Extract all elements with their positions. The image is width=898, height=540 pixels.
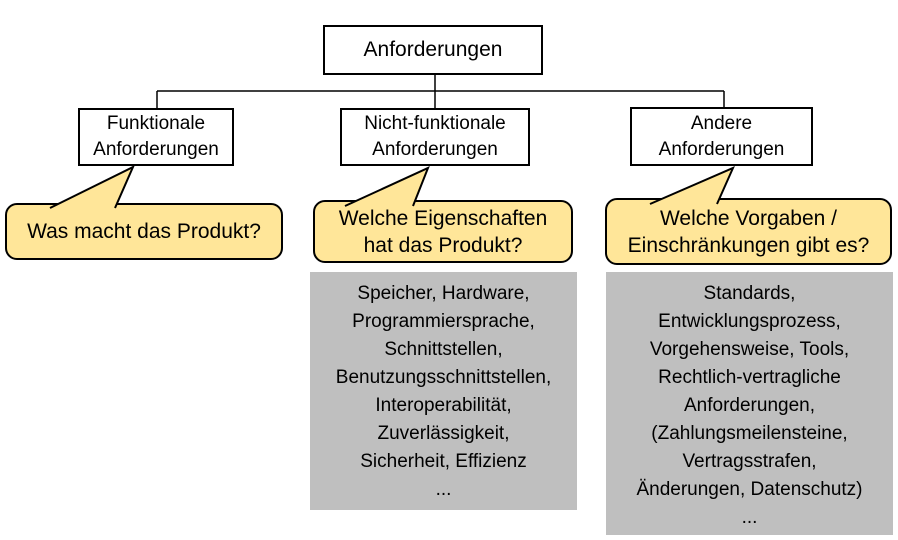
text-line: Vorgehensweise, Tools, xyxy=(649,339,850,360)
text-line: Was macht das Produkt? xyxy=(27,220,261,243)
text-line: Sicherheit, Effizienz xyxy=(360,451,527,472)
text-line: Anforderungen xyxy=(658,138,785,160)
text-line: Anforderungen, xyxy=(684,395,815,416)
text-line: Funktionale xyxy=(106,113,206,134)
bubble-tail-funktionale xyxy=(49,164,136,209)
text-line: Entwicklungsprozess, xyxy=(658,311,841,332)
text-line: Standards, xyxy=(703,283,796,304)
detail-box-andere: Standards, Entwicklungsprozess, Vorgehensw… xyxy=(606,272,893,535)
text-line: Benutzungsschnittstellen, xyxy=(335,367,552,388)
text-line: ... xyxy=(435,479,452,500)
text-line: Anforderungen xyxy=(93,139,219,160)
bubble-funktionale: Was macht das Produkt? xyxy=(5,203,283,260)
text-line: Zuverlässigkeit, xyxy=(377,423,510,444)
text-line: Schnittstellen, xyxy=(384,339,503,360)
bubble-andere: Welche Vorgaben / Einschränkungen gibt es… xyxy=(605,198,892,265)
root-box-label: Anforderungen xyxy=(363,38,503,61)
text-line: (Zahlungsmeilensteine, xyxy=(651,423,848,444)
text-line: Nicht-funktionale xyxy=(364,113,506,134)
root-box-anforderungen: Anforderungen xyxy=(323,25,543,75)
detail-box-nicht-funktionale: Speicher, Hardware, Programmiersprache, Sc… xyxy=(310,272,577,510)
text-line: Welche Vorgaben / xyxy=(659,206,838,230)
text-line: Welche Eigenschaften xyxy=(338,206,548,230)
text-line: Interoperabilität, xyxy=(375,395,512,416)
text-line: Vertragsstrafen, xyxy=(682,451,817,472)
text-line: Einschränkungen gibt es? xyxy=(627,233,870,257)
tree-connector-path xyxy=(156,75,725,108)
text-line: Anforderungen xyxy=(372,139,498,160)
text-line: Speicher, Hardware, xyxy=(357,283,530,304)
text-line: Andere xyxy=(690,112,753,134)
bubble-nicht-funktionale: Welche Eigenschaften hat das Produkt? xyxy=(313,200,573,263)
text-line: Änderungen, Datenschutz) xyxy=(636,479,863,500)
text-line: Rechtlich-vertragliche xyxy=(658,367,841,388)
text-line: ... xyxy=(741,507,758,528)
text-line: hat das Produkt? xyxy=(363,233,523,257)
text-line: Programmiersprache, xyxy=(352,311,535,332)
